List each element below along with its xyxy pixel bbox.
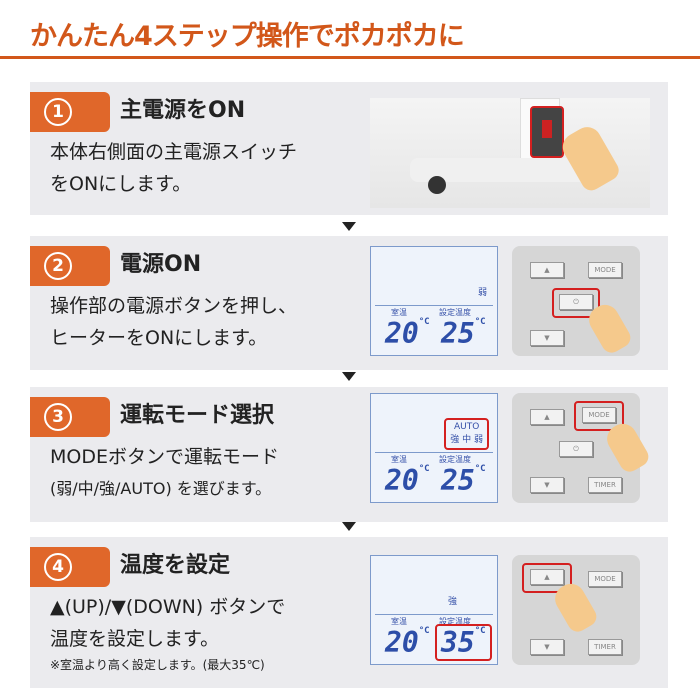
up-button[interactable]: ▲ bbox=[530, 409, 564, 425]
step-4-panel: 4 温度を設定 ▲(UP)/▼(DOWN) ボタンで温度を設定します。※室温より… bbox=[30, 537, 668, 688]
step-description: 操作部の電源ボタンを押し、ヒーターをONにします。 bbox=[50, 295, 298, 349]
step-description: ▲(UP)/▼(DOWN) ボタンで温度を設定します。※室温より高く設定します。… bbox=[50, 591, 380, 675]
set-label: 設定温度 bbox=[439, 617, 471, 626]
step-badge: 1 bbox=[30, 92, 110, 132]
control-panel: ▲ MODE ▼ TIMER bbox=[512, 555, 640, 665]
step-number: 1 bbox=[44, 98, 72, 126]
room-temp: 20 bbox=[385, 317, 419, 350]
down-arrow-icon bbox=[342, 372, 356, 381]
mode-button[interactable]: MODE bbox=[582, 407, 616, 423]
step-note: ※室温より高く設定します。(最大35℃) bbox=[50, 658, 265, 672]
room-label: 室温 bbox=[391, 455, 407, 464]
set-temp: 25 bbox=[441, 464, 475, 497]
control-panel: ▲ MODE ⏻ ▼ TIMER bbox=[512, 393, 652, 503]
down-button[interactable]: ▼ bbox=[530, 477, 564, 493]
set-temp: 35 bbox=[441, 626, 475, 659]
step-description: 本体右側面の主電源スイッチをONにします。 bbox=[50, 141, 298, 195]
lcd-display: 弱 室温 設定温度 20°C 25°C bbox=[370, 246, 498, 356]
step-2-panel: 2 電源ON 操作部の電源ボタンを押し、ヒーターをONにします。 弱 室温 設定… bbox=[30, 236, 668, 370]
set-temp: 25 bbox=[441, 317, 475, 350]
room-label: 室温 bbox=[391, 308, 407, 317]
timer-button[interactable]: TIMER bbox=[588, 639, 622, 655]
mode-button[interactable]: MODE bbox=[588, 262, 622, 278]
step-badge: 4 bbox=[30, 547, 110, 587]
step-number: 2 bbox=[44, 252, 72, 280]
room-temp: 20 bbox=[385, 464, 419, 497]
control-panel: ▲ MODE ⏻ ▼ bbox=[512, 246, 640, 357]
title-underline bbox=[0, 56, 700, 59]
up-button[interactable]: ▲ bbox=[530, 262, 564, 278]
step-heading: 主電源をON bbox=[120, 98, 246, 123]
step-badge: 2 bbox=[30, 246, 110, 286]
step-1-panel: 1 主電源をON 本体右側面の主電源スイッチをONにします。 bbox=[30, 82, 668, 215]
page-title: かんたん4ステップ操作でポカポカに bbox=[30, 21, 465, 52]
set-label: 設定温度 bbox=[439, 308, 471, 317]
step-heading: 温度を設定 bbox=[120, 553, 231, 578]
timer-button[interactable]: TIMER bbox=[588, 477, 622, 493]
power-button[interactable]: ⏻ bbox=[559, 441, 593, 457]
down-arrow-icon bbox=[342, 222, 356, 231]
mode-button[interactable]: MODE bbox=[588, 571, 622, 587]
lcd-mode: 強 bbox=[447, 597, 457, 607]
lcd-mode: 弱 bbox=[477, 288, 487, 298]
down-button[interactable]: ▼ bbox=[530, 639, 564, 655]
step-number: 4 bbox=[44, 553, 72, 581]
lcd-display: 強 室温 設定温度 20°C 35°C bbox=[370, 555, 498, 665]
step-heading: 運転モード選択 bbox=[120, 403, 275, 428]
room-label: 室温 bbox=[391, 617, 407, 626]
up-button[interactable]: ▲ bbox=[530, 569, 564, 585]
step-badge: 3 bbox=[30, 397, 110, 437]
down-arrow-icon bbox=[342, 522, 356, 531]
main-switch-photo bbox=[370, 98, 650, 208]
step-number: 3 bbox=[44, 403, 72, 431]
room-temp: 20 bbox=[385, 626, 419, 659]
step-3-panel: 3 運転モード選択 MODEボタンで運転モード(弱/中/強/AUTO) を選びま… bbox=[30, 387, 668, 522]
step-heading: 電源ON bbox=[120, 252, 202, 277]
set-label: 設定温度 bbox=[439, 455, 471, 464]
step-description: MODEボタンで運転モード(弱/中/強/AUTO) を選びます。 bbox=[50, 446, 279, 498]
power-button[interactable]: ⏻ bbox=[559, 294, 593, 310]
down-button[interactable]: ▼ bbox=[530, 330, 564, 346]
